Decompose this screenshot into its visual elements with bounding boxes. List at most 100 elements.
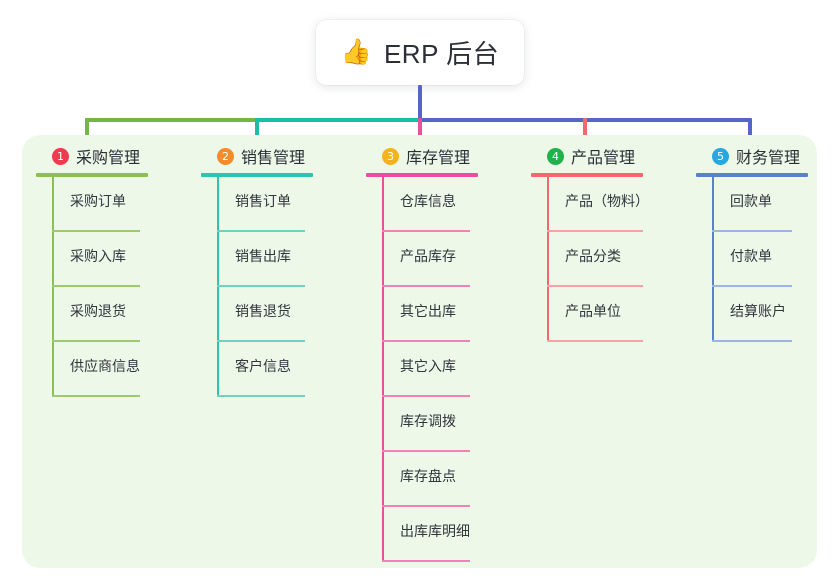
leaf-item-label: 其它出库 (400, 303, 456, 319)
branch-title-inventory: 库存管理 (406, 150, 471, 167)
branch-header-rule (201, 173, 313, 177)
leaf-item[interactable]: 仓库信息 (366, 177, 526, 232)
branch-spine (52, 177, 54, 397)
branch-spine (712, 177, 714, 342)
branch-number-badge: 4 (547, 147, 564, 165)
leaf-item[interactable]: 产品单位 (531, 287, 691, 342)
leaf-item[interactable]: 销售退货 (201, 287, 361, 342)
branch-column-sales: 2 销售管理销售订单销售出库销售退货客户信息 (201, 143, 361, 397)
branch-header-rule (531, 173, 643, 177)
root-node-card[interactable]: 👍 ERP 后台 (316, 20, 524, 85)
branch-header-rule (366, 173, 478, 177)
leaf-item-label: 销售订单 (235, 193, 291, 209)
leaf-item-label: 销售退货 (235, 303, 291, 319)
leaf-item-rule (217, 285, 305, 287)
leaf-item[interactable]: 库存调拨 (366, 397, 526, 452)
branch-body-sales: 销售订单销售出库销售退货客户信息 (201, 177, 361, 397)
leaf-item-rule (382, 230, 470, 232)
leaf-item-label: 产品单位 (565, 303, 621, 319)
leaf-item[interactable]: 采购退货 (36, 287, 196, 342)
leaf-item[interactable]: 其它入库 (366, 342, 526, 397)
leaf-item[interactable]: 采购入库 (36, 232, 196, 287)
connector-drop-product (583, 118, 587, 151)
leaf-item-label: 付款单 (730, 248, 772, 264)
connector-drop-purchase (85, 118, 89, 151)
leaf-item-label: 采购退货 (70, 303, 126, 319)
branch-panel (22, 135, 817, 568)
leaf-item-rule (382, 285, 470, 287)
branch-title-finance: 财务管理 (736, 150, 801, 167)
branch-spine (217, 177, 219, 397)
leaf-item-label: 采购入库 (70, 248, 126, 264)
leaf-item[interactable]: 供应商信息 (36, 342, 196, 397)
leaf-item-rule (217, 340, 305, 342)
leaf-item-rule (382, 505, 470, 507)
leaf-item-rule (547, 340, 643, 342)
connector-drop-finance (748, 118, 752, 151)
leaf-item-rule (217, 230, 305, 232)
thumbs-up-icon: 👍 (340, 38, 372, 66)
leaf-item-rule (547, 230, 643, 232)
leaf-item-rule (382, 560, 470, 562)
branch-column-product: 4 产品管理产品（物料） 产品分类产品单位 (531, 143, 691, 342)
leaf-item[interactable]: 产品分类 (531, 232, 691, 287)
leaf-item-rule (52, 285, 140, 287)
leaf-item[interactable]: 库存盘点 (366, 452, 526, 507)
branch-header-inventory[interactable]: 3 库存管理 (366, 143, 526, 169)
leaf-item-rule (382, 450, 470, 452)
leaf-item[interactable]: 其它出库 (366, 287, 526, 342)
leaf-item-rule (52, 395, 140, 397)
leaf-item-label: 供应商信息 (70, 358, 140, 374)
branch-column-purchase: 1 采购管理采购订单采购入库采购退货供应商信息 (36, 143, 196, 397)
leaf-item-rule (712, 230, 792, 232)
connector-drop-sales (255, 118, 259, 151)
branch-spine (547, 177, 549, 342)
branch-title-purchase: 采购管理 (76, 150, 141, 167)
branch-header-rule (36, 173, 148, 177)
leaf-item[interactable]: 回款单 (696, 177, 839, 232)
branch-body-inventory: 仓库信息产品库存其它出库其它入库库存调拨库存盘点出库库明细 (366, 177, 526, 562)
branch-header-product[interactable]: 4 产品管理 (531, 143, 691, 169)
branch-body-purchase: 采购订单采购入库采购退货供应商信息 (36, 177, 196, 397)
root-node-title: ERP 后台 (383, 39, 500, 69)
leaf-item[interactable]: 客户信息 (201, 342, 361, 397)
branch-number-badge: 1 (52, 147, 69, 165)
leaf-item-rule (52, 230, 140, 232)
leaf-item-label: 其它入库 (400, 358, 456, 374)
leaf-item[interactable]: 采购订单 (36, 177, 196, 232)
branch-header-sales[interactable]: 2 销售管理 (201, 143, 361, 169)
branch-header-purchase[interactable]: 1 采购管理 (36, 143, 196, 169)
leaf-item-label: 销售出库 (235, 248, 291, 264)
leaf-item[interactable]: 出库库明细 (366, 507, 526, 562)
connector-green-segment (85, 118, 257, 122)
leaf-item[interactable]: 产品（物料） (531, 177, 691, 232)
branch-body-finance: 回款单付款单结算账户 (696, 177, 839, 342)
branch-spine (382, 177, 384, 562)
leaf-item-rule (382, 340, 470, 342)
branch-header-rule (696, 173, 808, 177)
leaf-item-label: 采购订单 (70, 193, 126, 209)
leaf-item-rule (52, 340, 140, 342)
leaf-item[interactable]: 付款单 (696, 232, 839, 287)
leaf-item[interactable]: 销售出库 (201, 232, 361, 287)
leaf-item-label: 产品分类 (565, 248, 621, 264)
leaf-item[interactable]: 结算账户 (696, 287, 839, 342)
branch-title-product: 产品管理 (571, 150, 636, 167)
leaf-item-label: 产品库存 (400, 248, 456, 264)
leaf-item[interactable]: 销售订单 (201, 177, 361, 232)
leaf-item-label: 库存调拨 (400, 413, 456, 429)
connector-teal-segment (255, 118, 420, 122)
leaf-item-rule (217, 395, 305, 397)
leaf-item-label: 出库库明细 (400, 523, 470, 539)
leaf-item[interactable]: 产品库存 (366, 232, 526, 287)
branch-column-inventory: 3 库存管理仓库信息产品库存其它出库其它入库库存调拨库存盘点出库库明细 (366, 143, 526, 562)
leaf-item-label: 库存盘点 (400, 468, 456, 484)
leaf-item-label: 回款单 (730, 193, 772, 209)
leaf-item-label: 产品（物料） (565, 193, 649, 209)
branch-title-sales: 销售管理 (241, 150, 306, 167)
branch-number-badge: 3 (382, 147, 399, 165)
branch-number-badge: 2 (217, 147, 234, 165)
connector-drop-inventory (418, 118, 422, 151)
